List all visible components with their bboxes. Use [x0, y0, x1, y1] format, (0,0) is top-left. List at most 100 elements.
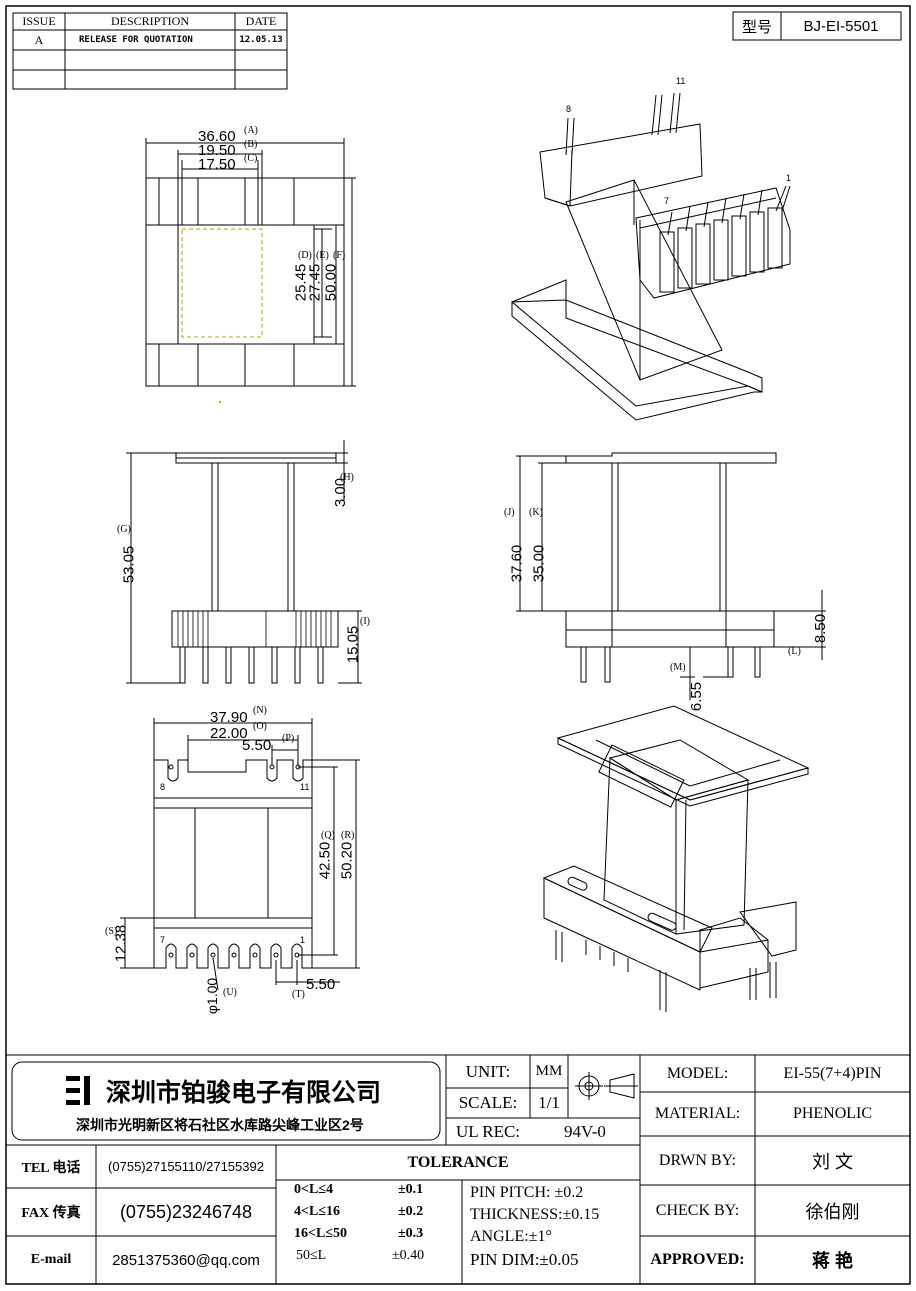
- tel-value: (0755)27155110/27155392: [108, 1159, 264, 1174]
- dim-k-tag: (K): [529, 507, 543, 518]
- top-view: [145, 138, 356, 387]
- scale-label: SCALE:: [458, 1093, 518, 1112]
- check-by-label: CHECK BY:: [655, 1201, 740, 1219]
- company-logo-icon: [66, 1076, 90, 1105]
- rev-header-issue: ISSUE: [22, 14, 56, 28]
- dim-h-tag: (H): [340, 472, 354, 483]
- dim-j-tag: (J): [504, 507, 515, 518]
- material-label: MATERIAL:: [654, 1105, 741, 1122]
- approved-value: 蒋 艳: [811, 1251, 853, 1271]
- dim-p-tag: (P): [282, 733, 295, 744]
- unit-value: MM: [535, 1063, 563, 1079]
- dim-f-tag: (F): [333, 250, 346, 261]
- dim-k-value: 35.00: [530, 544, 548, 583]
- company-name: 深圳市铂骏电子有限公司: [106, 1079, 382, 1107]
- tolerance-range-3: 16<L≤50: [294, 1226, 347, 1241]
- pin-pitch: PIN PITCH: ±0.2: [470, 1184, 584, 1201]
- drawn-by-label: DRWN BY:: [658, 1151, 737, 1169]
- tolerance-value-1: ±0.1: [398, 1182, 424, 1197]
- angle: ANGLE:±1°: [470, 1228, 552, 1245]
- rev-header-description: DESCRIPTION: [110, 14, 189, 28]
- part-number-label: 型号: [741, 18, 772, 36]
- model-value: EI-55(7+4)PIN: [783, 1064, 882, 1082]
- dim-q-tag: (Q): [321, 830, 335, 841]
- dim-q-value: 42.50: [316, 841, 334, 880]
- dim-a-tag: (A): [244, 125, 258, 136]
- dim-i-value: 15.05: [344, 625, 362, 664]
- tolerance-value-2: ±0.2: [398, 1204, 424, 1219]
- dim-e-tag: (E): [316, 250, 329, 261]
- pin-label-11: 11: [300, 782, 310, 792]
- dim-g-value: 53.05: [120, 545, 138, 584]
- isometric-view-top: [511, 92, 791, 421]
- dim-d-tag: (D): [298, 250, 312, 261]
- rev-header-date: DATE: [245, 14, 277, 28]
- pin-label-7: 7: [160, 935, 166, 945]
- email-label: E-mail: [30, 1252, 72, 1267]
- dim-p-value: 5.50: [242, 737, 272, 754]
- tolerance-value-3: ±0.3: [398, 1226, 424, 1241]
- thickness: THICKNESS:±0.15: [470, 1206, 600, 1223]
- company-address: 深圳市光明新区将石社区水库路尖峰工业区2号: [76, 1117, 364, 1133]
- rev-description-cell: RELEASE FOR QUOTATION: [79, 35, 193, 45]
- bottom-view: [120, 718, 360, 991]
- dim-t-tag: (T): [292, 989, 305, 1000]
- email-value: 2851375360@qq.com: [112, 1251, 260, 1269]
- dim-m-tag: (M): [670, 662, 686, 673]
- scale-value: 1/1: [538, 1093, 560, 1112]
- dim-l-value: 8.50: [812, 613, 830, 644]
- front-view: [126, 440, 362, 684]
- dim-l-tag: (L): [788, 646, 801, 657]
- ul-value: 94V-0: [564, 1121, 606, 1141]
- dim-i-tag: (I): [360, 616, 370, 627]
- dim-f-value: 50.00: [322, 263, 340, 302]
- drawn-by-value: 刘 文: [811, 1151, 853, 1172]
- material-value: PHENOLIC: [792, 1105, 873, 1122]
- dim-u-value: φ1.00: [204, 977, 221, 1015]
- dim-r-tag: (R): [341, 830, 355, 841]
- dim-n-value: 37.90: [210, 709, 248, 726]
- pin-label-1: 1: [300, 935, 306, 945]
- check-by-value: 徐伯刚: [805, 1201, 860, 1222]
- dim-s-tag: (S): [105, 926, 118, 937]
- dim-n-tag: (N): [253, 705, 267, 716]
- rev-issue-cell: A: [34, 32, 44, 47]
- isometric-view-bottom: [542, 705, 810, 1012]
- dim-r-value: 50.20: [338, 841, 356, 880]
- dim-b-tag: (B): [244, 139, 258, 150]
- tolerance-range-4: 50≤L: [296, 1248, 327, 1263]
- dim-b-value: 19.50: [198, 142, 236, 159]
- dim-e-value: 27.45: [306, 263, 324, 302]
- part-number-box: [732, 11, 902, 41]
- iso-pin-label-8: 8: [566, 104, 572, 114]
- part-number-value: BJ-EI-5501: [803, 17, 879, 35]
- ul-label: UL REC:: [455, 1121, 521, 1141]
- dim-c-tag: (C): [244, 153, 258, 164]
- dim-j-value: 37.60: [508, 544, 526, 583]
- tolerance-range-1: 0<L≤4: [294, 1182, 333, 1197]
- dim-g-tag: (G): [117, 524, 131, 535]
- dim-o-value: 22.00: [210, 725, 248, 742]
- iso-pin-label-1: 1: [786, 173, 792, 183]
- approved-label: APPROVED:: [650, 1251, 745, 1268]
- fax-label: FAX 传真: [21, 1206, 81, 1221]
- pin-dim: PIN DIM:±0.05: [470, 1250, 579, 1269]
- model-label: MODEL:: [666, 1064, 729, 1082]
- iso-pin-label-7: 7: [664, 196, 670, 206]
- dim-t-value: 5.50: [306, 976, 336, 993]
- unit-label: UNIT:: [465, 1061, 511, 1081]
- dim-u-tag: (U): [223, 987, 237, 998]
- fax-value: (0755)23246748: [119, 1201, 253, 1222]
- title-block-grid: [5, 1054, 911, 1285]
- rev-date-cell: 12.05.13: [239, 35, 283, 45]
- dim-m-value: 6.55: [688, 681, 706, 712]
- side-view: [516, 452, 826, 700]
- tolerance-value-4: ±0.40: [392, 1248, 425, 1263]
- dim-a-value: 36.60: [198, 128, 236, 145]
- pin-label-8: 8: [160, 782, 166, 792]
- tolerance-title: TOLERANCE: [407, 1153, 509, 1171]
- revision-table-grid: [12, 12, 288, 90]
- tolerance-range-2: 4<L≤16: [294, 1204, 340, 1219]
